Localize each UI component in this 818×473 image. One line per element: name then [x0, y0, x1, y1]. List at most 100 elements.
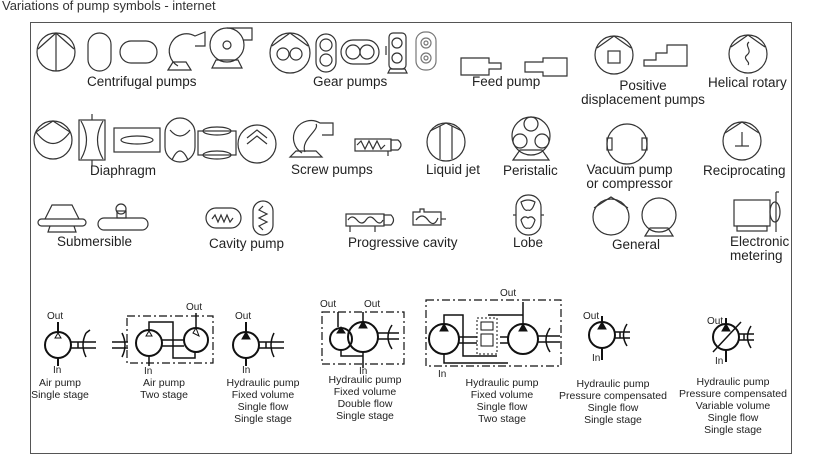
- caption-air-single: Air pump Single stage: [30, 377, 90, 401]
- diaphragm-circle-symbol: [33, 120, 73, 160]
- progressive-cavity-symbol-1: [345, 213, 395, 232]
- feed-pump-symbol-2: [524, 57, 568, 77]
- label-vacuum-line-2: or compressor: [586, 176, 673, 191]
- feed-pump-symbol-1: [460, 57, 502, 76]
- caption-line: Single stage: [31, 389, 89, 401]
- caption-line: Hydraulic pump: [696, 376, 770, 388]
- caption-line: Single flow: [237, 401, 289, 413]
- caption-line: Hydraulic pump: [465, 377, 539, 389]
- electronic-metering-symbol: [733, 191, 781, 232]
- label-vacuum-compressor: Vacuum pump or compressor: [582, 163, 677, 191]
- port-out-4a: Out: [320, 299, 337, 310]
- label-gear-pumps: Gear pumps: [313, 74, 388, 89]
- hydraulic-pressure-compensated-symbol: [588, 316, 630, 360]
- label-general: General: [612, 237, 661, 252]
- positive-displacement-stair-symbol: [643, 44, 688, 67]
- hydraulic-fixed-single-single-symbol: [232, 322, 284, 366]
- port-out-6: Out: [583, 311, 600, 322]
- caption-air-two: Air pump Two stage: [134, 377, 194, 401]
- port-in-1: In: [53, 365, 62, 376]
- caption-line: Single stage: [234, 413, 292, 425]
- label-electronic-metering: Electronic metering: [730, 235, 789, 263]
- caption-line: Single flow: [587, 402, 639, 414]
- progressive-cavity-symbol-2: [412, 208, 446, 226]
- label-lobe: Lobe: [513, 235, 544, 250]
- helical-rotary-symbol: [728, 34, 768, 74]
- general-motor-symbol: [641, 197, 677, 237]
- caption-line: Single stage: [704, 424, 762, 436]
- caption-line: Double flow: [337, 398, 393, 410]
- hydraulic-variable-volume-symbol: [712, 318, 754, 362]
- positive-displacement-circle-symbol: [594, 35, 634, 75]
- diaphragm-oval-symbol: [164, 117, 196, 163]
- symbol-frame: [30, 22, 792, 454]
- hydraulic-fixed-single-two-symbol: [425, 299, 562, 367]
- label-positive-line-1: Positive: [619, 78, 667, 93]
- label-peristalic: Peristalic: [503, 163, 558, 178]
- label-screw-pumps: Screw pumps: [291, 162, 373, 177]
- label-helical-rotary: Helical rotary: [708, 75, 787, 90]
- diaphragm-rect-symbol: [113, 127, 161, 153]
- caption-line: Two stage: [478, 413, 526, 425]
- caption-line: Single flow: [707, 412, 759, 424]
- caption-hydraulic-pressure-compensated: Hydraulic pump Pressure compensated Sing…: [556, 378, 670, 426]
- caption-hydraulic-fixed-single-two: Hydraulic pump Fixed volume Single flow …: [459, 377, 545, 425]
- label-cavity-pump: Cavity pump: [209, 236, 285, 251]
- port-out-7: Out: [707, 316, 724, 327]
- port-in-6: In: [592, 353, 601, 364]
- port-in-3: In: [242, 365, 251, 376]
- port-out-2: Out: [186, 302, 203, 313]
- port-in-2: In: [144, 366, 153, 377]
- caption-line: Hydraulic pump: [226, 377, 300, 389]
- label-positive-displacement: Positive displacement pumps: [577, 79, 709, 107]
- port-out-5: Out: [500, 288, 517, 299]
- port-in-4: In: [359, 366, 368, 377]
- caption-line: Fixed volume: [333, 386, 397, 398]
- caption-line: Fixed volume: [231, 389, 295, 401]
- label-reciprocating: Reciprocating: [703, 163, 786, 178]
- lobe-symbol: [513, 194, 544, 236]
- port-in-5: In: [438, 369, 447, 380]
- caption-line: Air pump: [38, 377, 81, 389]
- submersible-symbol-2: [97, 203, 149, 231]
- caption-line: Hydraulic pump: [328, 374, 402, 386]
- label-submersible: Submersible: [57, 234, 133, 249]
- caption-hydraulic-variable-volume: Hydraulic pump Pressure compensated Vari…: [676, 376, 790, 436]
- cavity-horizontal-symbol: [205, 207, 242, 229]
- reciprocating-symbol: [722, 121, 762, 161]
- caption-line: Air pump: [142, 377, 185, 389]
- gear-horizontal-symbol: [340, 39, 380, 65]
- cavity-vertical-symbol: [252, 200, 274, 236]
- hydraulic-fixed-double-single-symbol: [321, 311, 405, 368]
- caption-hydraulic-fixed-single-single: Hydraulic pump Fixed volume Single flow …: [220, 377, 306, 425]
- centrifugal-circle-symbol: [36, 32, 76, 72]
- centrifugal-vertical-oval-symbol: [87, 32, 112, 72]
- caption-line: Pressure compensated: [679, 388, 787, 400]
- caption-line: Single stage: [584, 414, 642, 426]
- vacuum-compressor-symbol: [606, 123, 648, 165]
- screw-volute-symbol: [288, 119, 334, 158]
- submersible-symbol-1: [37, 204, 87, 233]
- centrifugal-motor-symbol: [209, 27, 253, 69]
- caption-line: Single flow: [476, 401, 528, 413]
- gear-vertical-symbol: [315, 33, 337, 73]
- label-electronic-line-1: Electronic: [730, 234, 790, 249]
- gear-toothed-symbol: [415, 31, 437, 71]
- caption-line: Hydraulic pump: [576, 378, 650, 390]
- screw-circle-symbol: [237, 124, 277, 164]
- gear-motor-symbol: [385, 32, 408, 74]
- port-out-3: Out: [235, 311, 252, 322]
- air-pump-single-stage-symbol: [44, 322, 96, 366]
- air-pump-two-stage-symbol: [112, 313, 214, 366]
- diaphragm-box-symbol: [78, 114, 106, 166]
- label-progressive-cavity: Progressive cavity: [348, 235, 458, 250]
- label-electronic-line-2: metering: [730, 248, 783, 263]
- gear-circle-symbol: [269, 32, 311, 74]
- screw-horizontal-symbol: [354, 138, 402, 156]
- label-feed-pump: Feed pump: [472, 74, 541, 89]
- peristalic-symbol: [511, 116, 551, 161]
- label-positive-line-2: displacement pumps: [581, 92, 705, 107]
- port-out-4b: Out: [364, 299, 381, 310]
- port-out-1: Out: [47, 311, 64, 322]
